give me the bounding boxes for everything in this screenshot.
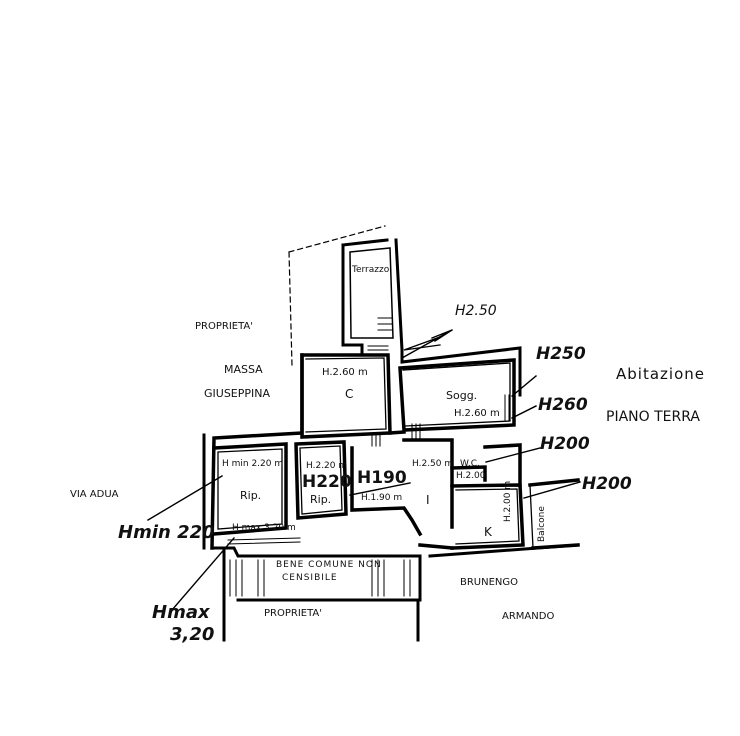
terrace-steps <box>377 317 393 331</box>
balcone-label: Balcone <box>537 506 547 542</box>
giuseppina-label: GIUSEPPINA <box>204 387 271 400</box>
massa-label: MASSA <box>224 363 263 376</box>
pointer-lines <box>147 329 581 611</box>
upper-block-walls <box>210 353 516 550</box>
proprieta-top-label: PROPRIETA' <box>195 321 254 332</box>
inner-thin-walls <box>217 357 534 549</box>
h200-note-a: H200 <box>540 434 590 454</box>
rip1-hmax: H max 3.20 m <box>232 523 296 533</box>
room-c-height: H.2.60 m <box>322 367 368 378</box>
piano-terra-label: PIANO TERRA <box>606 409 700 425</box>
terrace-height: H2.50 <box>455 303 497 319</box>
common-area-walls <box>210 543 580 642</box>
common-area-steps <box>227 537 411 597</box>
room-c-label: C <box>345 387 354 401</box>
room-i-label: I <box>426 493 430 507</box>
terrace-walls <box>341 238 404 352</box>
terrace-label: Terrazzo <box>352 265 390 275</box>
h190-small: H.1.90 m <box>361 493 403 503</box>
rip2-label: Rip. <box>310 493 332 506</box>
h190-note: H190 <box>357 468 407 488</box>
abitazione-label: Abitazione <box>616 365 705 383</box>
stair-marks <box>367 345 510 447</box>
room-k-label: K <box>484 525 492 539</box>
wc-height: H.2.00 <box>456 471 486 481</box>
brunengo-label: BRUNENGO <box>460 577 519 588</box>
armando-label: ARMANDO <box>502 611 555 622</box>
soggiorno-height: H.2.60 m <box>454 408 500 419</box>
rip1-label: Rip. <box>240 489 262 502</box>
wc-label: W.C. <box>460 459 480 469</box>
proprieta-bottom-label: PROPRIETA' <box>264 608 323 619</box>
corridor-pointer <box>403 336 441 351</box>
rip2-height-big: H220 <box>302 472 352 492</box>
h200-note-b: H200 <box>582 474 632 494</box>
rip1-hmin: H min 2.20 m <box>222 459 284 469</box>
hmax-note-line1: Hmax <box>152 602 210 623</box>
bene-comune-line1: BENE COMUNE NON <box>276 560 382 570</box>
hmax-note-line2: 3,20 <box>170 624 215 645</box>
dashed-boundary <box>288 225 386 366</box>
via-adua-label: VIA ADUA <box>70 489 119 500</box>
soggiorno-label: Sogg. <box>446 389 478 402</box>
hmin-note: Hmin 220 <box>118 522 215 543</box>
h260-note: H260 <box>538 395 588 415</box>
h250-note: H250 <box>536 344 586 364</box>
rip2-height: H.2.20 m <box>306 461 348 471</box>
room-k-height: H.2.00 m <box>503 480 513 522</box>
corridor-walls <box>341 336 522 397</box>
bene-comune-line2: CENSIBILE <box>282 573 338 583</box>
room-i-height: H.2.50 m <box>412 459 454 469</box>
